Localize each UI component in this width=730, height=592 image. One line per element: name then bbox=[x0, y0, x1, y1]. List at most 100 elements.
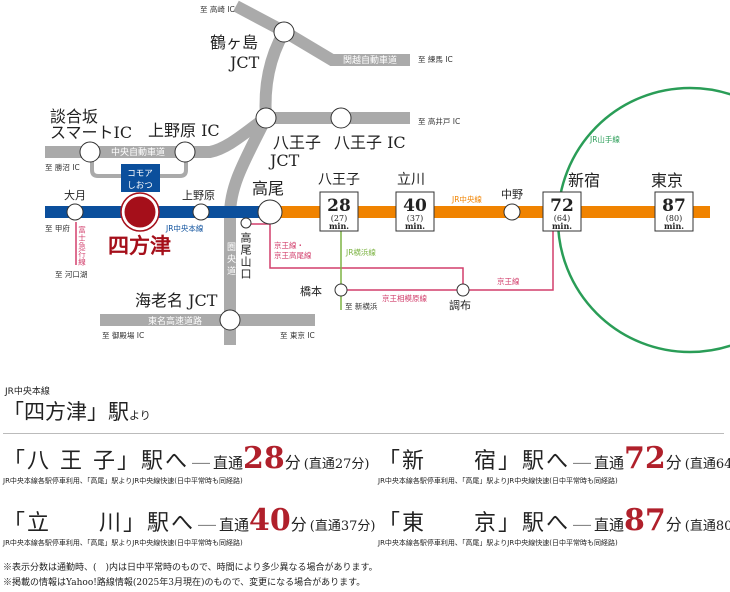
komoa-label: コモア bbox=[127, 169, 153, 179]
time-box bbox=[319, 191, 359, 232]
route-item: 「八 王 子」駅へ―直通28分(直通27分)JR中央本線各駅停車利用、「高尾」駅… bbox=[3, 442, 369, 486]
ebina-jct-label: 海老名 JCT bbox=[135, 291, 218, 310]
yamanote-label: JR山手線 bbox=[589, 134, 620, 144]
uenohara-ic-label: 上野原 IC bbox=[148, 121, 220, 140]
otsuki-label: 大月 bbox=[64, 188, 86, 202]
shiotsu-station-fill bbox=[124, 196, 156, 228]
direction-label: 至 甲府 bbox=[45, 223, 70, 233]
tsurugashima-label: 鶴ヶ島 bbox=[210, 33, 258, 52]
route-direct: 直通 bbox=[594, 516, 625, 534]
tomei-label: 東名高速道路 bbox=[148, 315, 202, 327]
route-alt-time: (直通80分) bbox=[684, 519, 730, 534]
footnote: ※掲載の情報はYahoo!路線情報(2025年3月現在)のもので、変更になる場合… bbox=[3, 578, 366, 588]
time-box-unit: min. bbox=[552, 221, 572, 231]
komoa-shiotsu-badge bbox=[121, 164, 160, 192]
divider bbox=[3, 433, 724, 434]
route-item: 「新 宿」駅へ―直通72分(直通64分)JR中央本線各駅停車利用、「高尾」駅より… bbox=[378, 442, 730, 486]
dangozaka-label: 談合坂 bbox=[50, 107, 98, 126]
time-box-unit: min. bbox=[664, 221, 684, 231]
kanetsu-road bbox=[233, 0, 410, 66]
chuo-label: JR中央線 bbox=[451, 194, 482, 204]
route-minutes: 72 bbox=[624, 441, 666, 476]
time-box-alt: (80) bbox=[666, 214, 682, 223]
route-unit: 分 bbox=[665, 453, 682, 472]
direction-label: 至 東京 IC bbox=[280, 330, 315, 340]
keio-sagamihara-label: 京王相模原線 bbox=[382, 293, 427, 303]
ebina-jct-marker bbox=[219, 309, 241, 331]
tsurugashima-label: JCT bbox=[228, 53, 260, 72]
hashimoto-station-marker bbox=[334, 283, 348, 297]
tsurugashima-jct-marker bbox=[273, 21, 295, 43]
hachioji-jct-label: 八王子 bbox=[273, 133, 321, 152]
time-boxes: 28(27)min.40(37)min.72(64)min.87(80)min. bbox=[319, 191, 694, 232]
route-direct: 直通 bbox=[213, 454, 244, 472]
time-box-alt: (64) bbox=[554, 214, 570, 223]
otsuki-station-marker bbox=[66, 203, 84, 221]
hachioji-jct-marker bbox=[255, 107, 277, 129]
origin-station: 「四方津」駅より bbox=[3, 396, 151, 426]
route-minutes: 40 bbox=[249, 503, 291, 538]
time-box bbox=[395, 191, 435, 232]
route-dash: ― bbox=[573, 452, 592, 473]
yamanote-line bbox=[556, 86, 730, 354]
route-dash: ― bbox=[573, 514, 592, 535]
chofu-label: 調布 bbox=[449, 298, 471, 312]
line-name: JR中央本線 bbox=[5, 387, 50, 397]
hachioji-ic-label: 八王子 IC bbox=[334, 133, 406, 152]
route-direct: 直通 bbox=[219, 516, 250, 534]
takao-station-marker bbox=[257, 199, 283, 225]
route-minutes: 87 bbox=[624, 503, 666, 538]
shiotsu-label: 四方津 bbox=[108, 233, 171, 258]
chuo-exp-label: 中央自動車道 bbox=[111, 146, 165, 158]
route-map: 関越自動車道 中央自動車道 東名高速道路 コモア しおつ 28(27)min.4… bbox=[45, 0, 730, 354]
takaosanguchi-station-marker bbox=[240, 217, 252, 229]
route-destination: 「新 宿」駅へ bbox=[378, 449, 571, 474]
takao-label: 高尾 bbox=[252, 179, 284, 198]
nakano-station-marker bbox=[503, 203, 521, 221]
time-box bbox=[654, 191, 694, 232]
hachioji-ic-marker bbox=[330, 107, 352, 129]
time-box-min: 72 bbox=[550, 196, 574, 216]
keio-label: 京王線 bbox=[497, 276, 520, 286]
route-item: 「東 京」駅へ―直通87分(直通80分)JR中央本線各駅停車利用、「高尾」駅より… bbox=[378, 504, 730, 548]
komoa-label: しおつ bbox=[127, 181, 153, 191]
hachioji-label: 八王子 bbox=[318, 172, 360, 188]
keio-line bbox=[341, 230, 554, 291]
uenohara-label: 上野原 bbox=[182, 189, 215, 202]
fujikyu-label: 富士急行線 bbox=[77, 226, 87, 266]
route-unit: 分 bbox=[290, 515, 307, 534]
time-box-min: 87 bbox=[662, 196, 686, 216]
yokohama-label: JR横浜線 bbox=[345, 247, 376, 257]
kenodo-label: 圏央道 bbox=[225, 242, 235, 278]
time-box-unit: min. bbox=[405, 221, 425, 231]
route-alt-time: (直通27分) bbox=[303, 457, 370, 472]
route-alt-time: (直通37分) bbox=[309, 519, 376, 534]
route-dash: ― bbox=[192, 452, 210, 473]
uenohara-station-marker bbox=[192, 203, 210, 221]
hashimoto-label: 橋本 bbox=[300, 284, 322, 298]
chofu-station-marker bbox=[456, 283, 470, 297]
route-destination: 「八 王 子」駅へ bbox=[3, 449, 189, 474]
route-note: JR中央本線各駅停車利用、「高尾」駅よりJR中央線快速(日中平常時も同経路) bbox=[378, 477, 618, 485]
route-minutes: 28 bbox=[243, 441, 285, 476]
route-unit: 分 bbox=[665, 515, 682, 534]
route-direct: 直通 bbox=[594, 454, 625, 472]
route-item: 「立 川」駅へ―直通40分(直通37分)JR中央本線各駅停車利用、「高尾」駅より… bbox=[3, 504, 375, 548]
tachikawa-label: 立川 bbox=[397, 172, 425, 188]
route-destination: 「立 川」駅へ bbox=[3, 511, 196, 536]
keio-takao-label: 京王高尾線 bbox=[274, 250, 312, 260]
takaosanguchi-label: 高尾山口 bbox=[239, 232, 252, 280]
direction-label: 至 練馬 IC bbox=[418, 54, 453, 64]
hachioji-jct-label: JCT bbox=[268, 151, 300, 170]
direction-label: 至 勝沼 IC bbox=[45, 162, 80, 172]
route-note: JR中央本線各駅停車利用、「高尾」駅よりJR中央線快速(日中平常時も同経路) bbox=[378, 539, 618, 547]
dangozaka-ic-marker bbox=[79, 141, 101, 163]
tsurugashima-hachioji-road bbox=[259, 29, 290, 119]
time-box-unit: min. bbox=[329, 221, 349, 231]
direction-label: 至 新横浜 bbox=[345, 301, 378, 311]
uenohara-ic-marker bbox=[174, 141, 196, 163]
time-box-min: 40 bbox=[403, 196, 427, 216]
keio-takao-label: 京王線・ bbox=[274, 240, 304, 250]
chuo-honsen-label: JR中央本線 bbox=[165, 223, 204, 233]
route-note: JR中央本線各駅停車利用、「高尾」駅よりJR中央線快速(日中平常時も同経路) bbox=[3, 539, 243, 547]
